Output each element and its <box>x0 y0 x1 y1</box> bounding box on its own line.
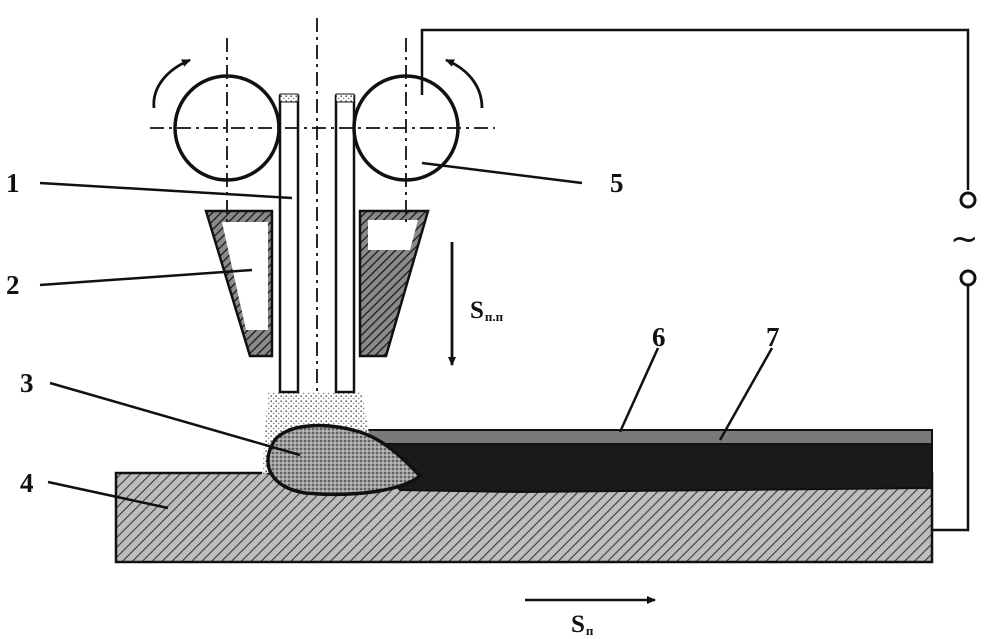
label-weld-bead: 7 <box>766 322 780 352</box>
guide-tube-left <box>278 94 300 394</box>
leader-3 <box>49 381 301 457</box>
guide-tube-cap-right <box>335 93 355 103</box>
ac-supply-symbol: ~ <box>950 219 979 259</box>
label-feed-rollers: 5 <box>610 168 624 198</box>
leader-7 <box>718 347 774 441</box>
rotation-arrow-left <box>152 58 191 109</box>
leader-1 <box>39 181 293 200</box>
label-flux-hopper: 2 <box>6 270 20 300</box>
guide-tube-right <box>334 94 356 394</box>
leader-5 <box>421 161 583 185</box>
wire-feed-speed-label: Sп.п <box>470 297 504 324</box>
label-base-metal: 4 <box>20 468 34 498</box>
rotation-arrow-right <box>445 58 484 109</box>
circuit-wire-bottom <box>932 286 970 532</box>
guide-tube-cap-left <box>279 93 299 103</box>
terminal-top <box>959 191 977 209</box>
flux-hopper-right-top <box>368 220 418 250</box>
slag-crust <box>354 429 933 445</box>
weld-pool <box>266 423 423 497</box>
leader-6 <box>618 347 660 433</box>
label-weld-pool: 3 <box>20 368 34 398</box>
travel-speed-label: Sп <box>571 611 594 638</box>
leader-4 <box>47 480 169 510</box>
weld-bead <box>357 443 933 494</box>
leader-2 <box>39 268 253 287</box>
terminal-bottom <box>959 269 977 287</box>
label-wire: 1 <box>6 168 20 198</box>
flux-hopper-left-inner <box>222 222 268 330</box>
circuit-wire-top <box>420 28 970 190</box>
label-slag-crust: 6 <box>652 322 666 352</box>
